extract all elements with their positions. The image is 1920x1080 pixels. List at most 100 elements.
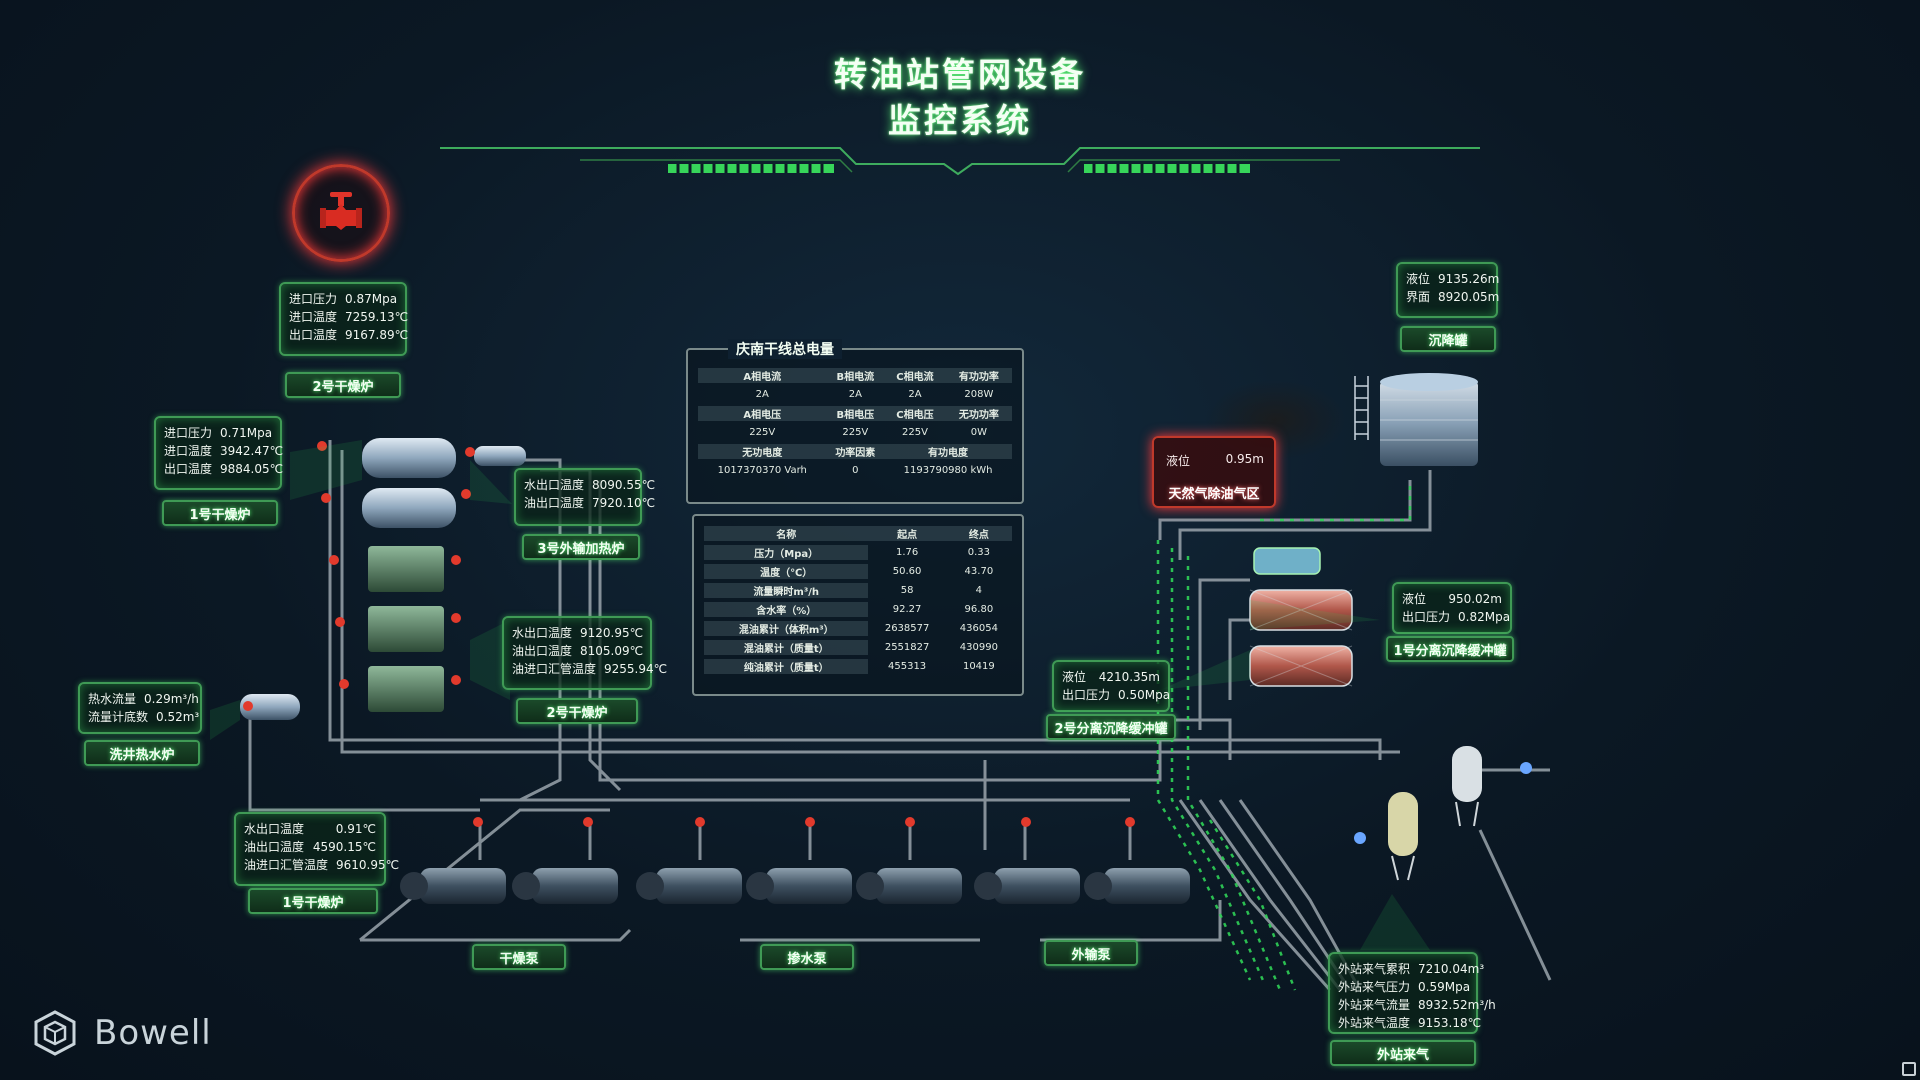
power-table-cell: 225V: [842, 427, 869, 438]
flow-table-row: 混油累计（质量t） 2551827 430990: [704, 640, 1012, 655]
furnace2-mid-label[interactable]: 2号干燥炉: [516, 698, 638, 724]
metric-value: 9153.18℃: [1418, 1016, 1482, 1030]
fullscreen-icon[interactable]: [1902, 1062, 1916, 1076]
flow-table-cell: 455313: [888, 661, 927, 672]
settling-tank: [1354, 373, 1478, 466]
furnace-equipment: [240, 438, 526, 720]
heater3-label[interactable]: 3号外输加热炉: [522, 534, 640, 560]
flow-table-cell: 0.33: [967, 547, 990, 558]
flow-table-cell: 96.80: [964, 604, 994, 615]
power-table-cell: 225V: [902, 427, 928, 438]
metric-key: 液位: [1062, 670, 1087, 684]
flow-table-cell: 1.76: [895, 547, 919, 558]
power-table-header-cell: 有功功率: [945, 368, 1012, 383]
external-gas-label[interactable]: 外站来气: [1330, 1040, 1476, 1066]
power-table-header-cell: A相电压: [698, 406, 827, 421]
flow-table-cell: 温度（℃）: [704, 564, 869, 579]
metric-value: 0.59Mpa: [1418, 980, 1471, 994]
brand-logo: Bowell: [30, 1008, 212, 1058]
power-table-header-cell: B相电流: [826, 368, 885, 383]
power-table-cell: 2A: [755, 389, 769, 400]
separator-tanks: [1249, 547, 1353, 687]
power-table-header-cell: B相电压: [826, 406, 885, 421]
metric-value: 9120.95℃: [580, 626, 644, 640]
flow-table-cell: 混油累计（质量t）: [704, 640, 869, 655]
settling-tank-label[interactable]: 沉降罐: [1400, 326, 1496, 352]
metric-value: 4210.35m: [1098, 670, 1160, 684]
flow-table-cell: 50.60: [892, 566, 922, 577]
metric-key: 进口压力: [164, 426, 213, 440]
title-line-2: 监控系统: [888, 101, 1032, 140]
metric-key: 外站来气温度: [1338, 1016, 1411, 1030]
dry-pump-label[interactable]: 干燥泵: [472, 944, 566, 970]
metric-key: 水出口温度: [244, 822, 305, 836]
flow-table-header-cell: 名称: [704, 526, 869, 541]
metric-key: 出口温度: [164, 462, 213, 476]
power-table-cell: 225V: [749, 427, 776, 438]
power-table-header-cell: 有功电度: [884, 444, 1012, 459]
silos: [1354, 746, 1532, 881]
panel-beams: [210, 440, 1430, 950]
metric-key: 出口压力: [1062, 688, 1111, 702]
power-table-header-cell: 无功电度: [698, 444, 827, 459]
valve-button[interactable]: [292, 164, 390, 262]
metric-value: 8105.09℃: [580, 644, 644, 658]
power-table-header-cell: A相电流: [698, 368, 827, 383]
pipe-network: [248, 440, 1552, 991]
metric-value: 0.87Mpa: [345, 292, 398, 306]
metric-key: 油出口温度: [524, 496, 585, 510]
furnace1-left-label[interactable]: 1号干燥炉: [162, 500, 278, 526]
metric-value: 9167.89℃: [345, 328, 409, 342]
metric-key: 油出口温度: [512, 644, 573, 658]
export-pump-label[interactable]: 外输泵: [1044, 940, 1138, 966]
separator1-label[interactable]: 1号分离沉降缓冲罐: [1386, 636, 1514, 662]
metric-key: 油进口汇管温度: [244, 858, 329, 872]
separator2-label[interactable]: 2号分离沉降缓冲罐: [1046, 714, 1176, 740]
water-pump-label[interactable]: 掺水泵: [760, 944, 854, 970]
furnace2-top-label[interactable]: 2号干燥炉: [285, 372, 401, 398]
wash-pump-label[interactable]: 洗井热水炉: [84, 740, 200, 766]
flow-table-cell: 430990: [959, 642, 998, 653]
metric-value: 8932.52m³/h: [1418, 998, 1496, 1012]
power-table-row: 无功电度功率因素有功电度: [698, 444, 1012, 459]
alarm-key: 液位: [1166, 454, 1191, 468]
power-table-cell: 0W: [970, 427, 988, 438]
metric-value: 9255.94℃: [604, 662, 668, 676]
flow-table-cell: 压力（Mpa）: [704, 545, 869, 560]
furnace1-bottom-label[interactable]: 1号干燥炉: [248, 888, 378, 914]
metric-key: 液位: [1402, 592, 1427, 606]
flow-table-cell: 2638577: [884, 623, 930, 634]
page-title: 转油站管网设备 监控系统: [760, 52, 1160, 144]
flow-table-cell: 2551827: [884, 642, 930, 653]
alarm-label: 天然气除油气区: [1168, 487, 1260, 502]
metric-value: 8090.55℃: [592, 478, 656, 492]
metric-value: 9610.95℃: [336, 858, 400, 872]
flow-table-header-cell: 终点: [945, 526, 1012, 541]
metric-key: 水出口温度: [524, 478, 585, 492]
flow-table-header-cell: 起点: [868, 526, 946, 541]
metric-key: 外站来气流量: [1338, 998, 1411, 1012]
metric-key: 进口温度: [164, 444, 213, 458]
